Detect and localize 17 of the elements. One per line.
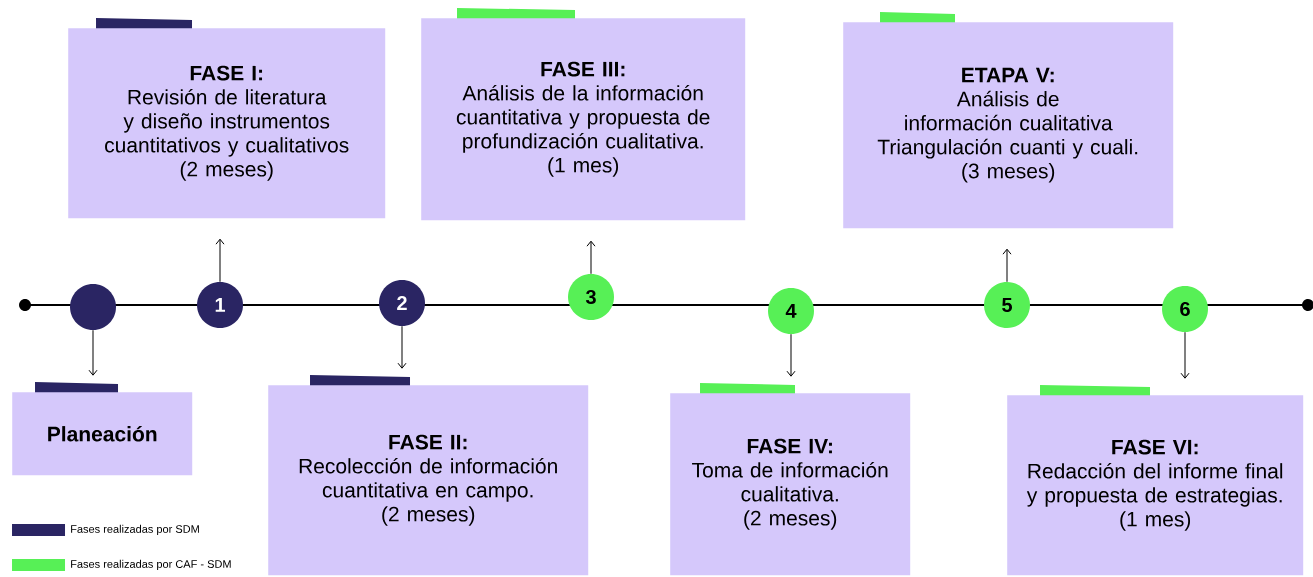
arrow — [786, 333, 796, 377]
arrow — [397, 325, 407, 369]
phase-box: FASE II: Recolección de información cuantitativa en campo. (2 meses) — [268, 385, 589, 576]
arrow — [1002, 248, 1012, 283]
phase-box: FASE VI: Redacción del informe final y propuesta de estrategias. (1 mes) — [1007, 395, 1304, 576]
legend-text: Fases realizadas por CAF - SDM — [71, 559, 231, 571]
arrow — [215, 238, 225, 283]
phase-box: FASE I: Revisión de literatura y diseño instrumentos cuantitativos y cualitativos (2 meses) — [68, 28, 386, 219]
phase-box: ETAPA V: Análisis de información cualitativa Triangulación cuanti y cuali. (3 meses) — [843, 22, 1174, 229]
arrow — [586, 240, 596, 275]
arrow — [88, 329, 98, 376]
legend-text: Fases realizadas por SDM — [71, 524, 199, 536]
phase-box: Planeación — [12, 392, 193, 476]
phase-box: FASE III: Análisis de la información cuantitativa y propuesta de profundización cualitativa. (1 mes) — [421, 18, 746, 221]
phase-box: FASE IV: Toma de información cualitativa. (2 meses) — [670, 393, 911, 576]
milestone-circle — [70, 284, 116, 330]
arrow — [1180, 331, 1190, 379]
